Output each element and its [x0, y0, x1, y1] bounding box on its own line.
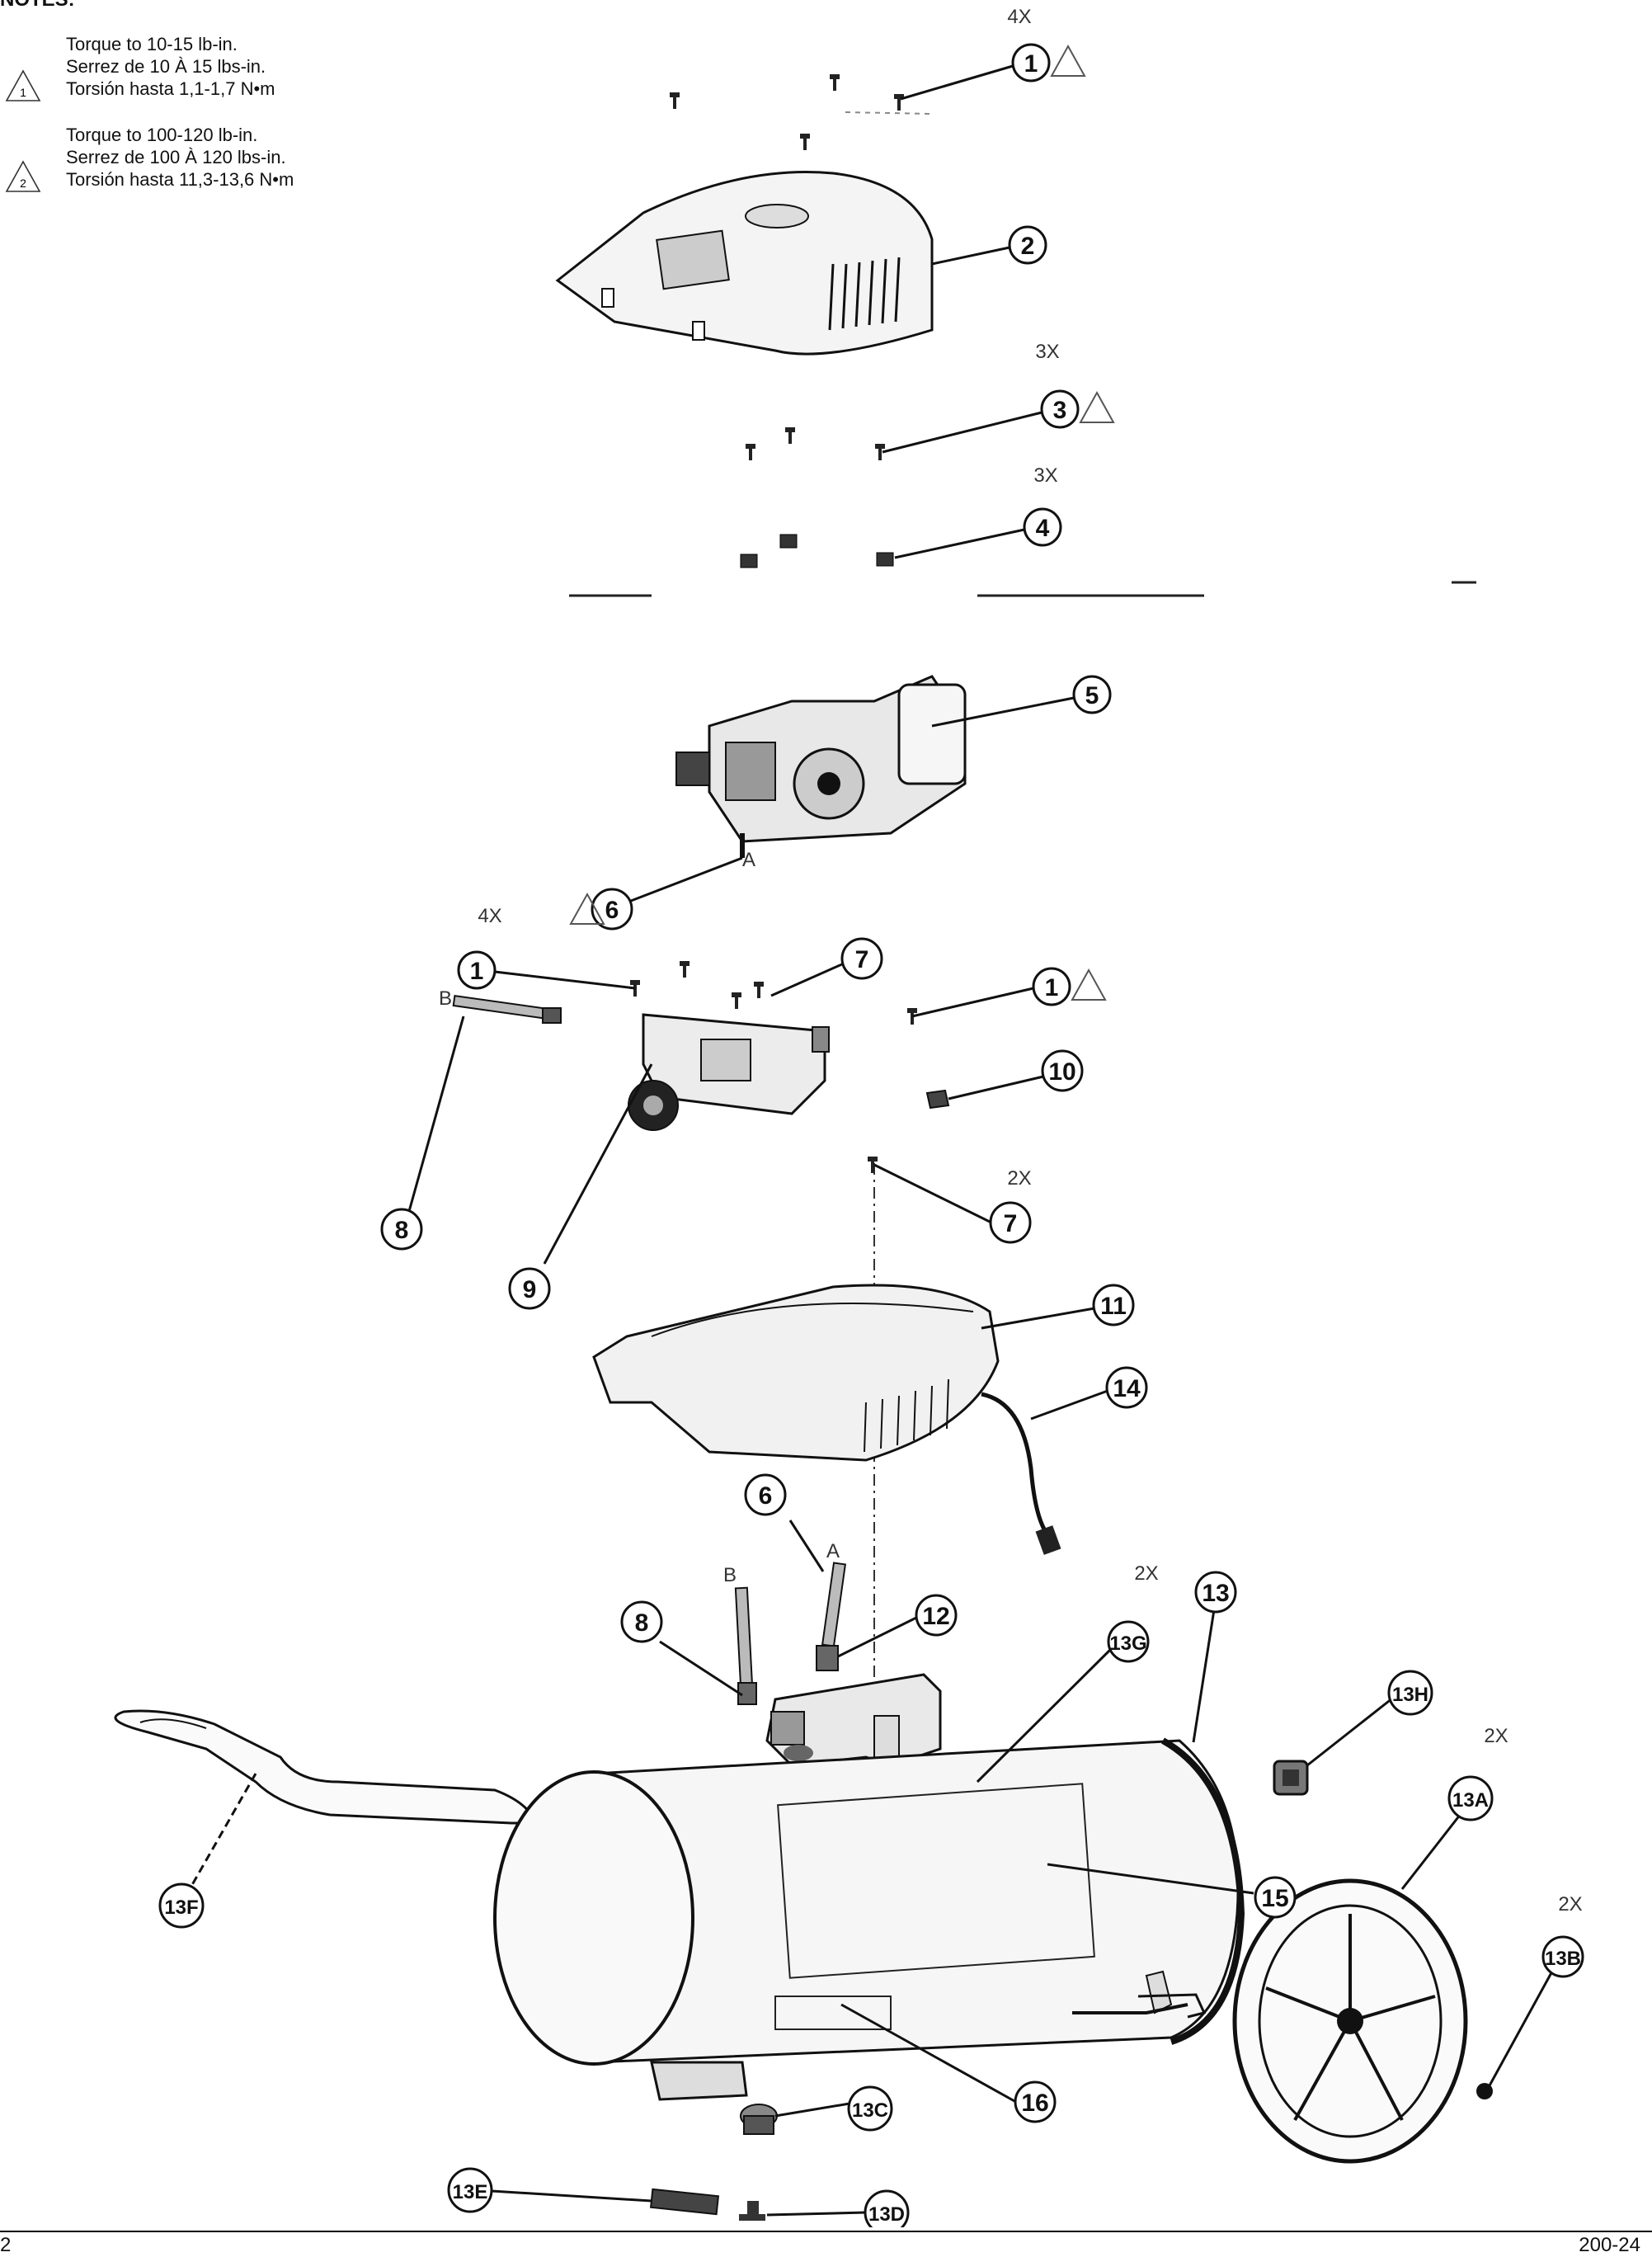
callout-1-top: 1	[1024, 50, 1038, 78]
callout-7-top: 7	[855, 946, 869, 973]
wheel	[1232, 1878, 1468, 2164]
callout-2: 2	[1021, 233, 1035, 260]
callout-9: 9	[523, 1276, 537, 1303]
callout-circles	[158, 43, 1584, 2227]
callout-8-top: 8	[395, 1217, 409, 1244]
torque-warning-icon: 2	[5, 160, 41, 192]
callout-6-low: 6	[759, 1482, 773, 1510]
note-2-line-fr: Serrez de 100 À 120 lbs-in.	[66, 147, 286, 167]
note-1-line-en: Torque to 10-15 lb-in.	[66, 34, 238, 54]
qty-label-13A: 2X	[1484, 1725, 1508, 1747]
qty-label-1-top: 4X	[1007, 6, 1031, 28]
qty-label-4: 3X	[1033, 464, 1057, 487]
screws-top	[670, 74, 933, 150]
callout-13C: 13C	[852, 2099, 888, 2122]
shroud-cover	[555, 171, 934, 356]
torque-warning-icon: 1	[5, 69, 41, 101]
note-1-symbol: 1	[20, 86, 26, 99]
separator-line	[569, 581, 1476, 597]
note-1-line-es: Torsión hasta 1,1-1,7 N•m	[66, 78, 275, 99]
callout-13H: 13H	[1392, 1684, 1428, 1706]
conn-label-6-low: A	[826, 1540, 840, 1562]
qty-label-3: 3X	[1035, 341, 1059, 363]
tank-feet	[650, 1970, 1207, 2101]
qty-label-7-low: 2X	[1007, 1167, 1031, 1190]
qty-label-13B: 2X	[1558, 1893, 1582, 1915]
regulator-manifold	[628, 1013, 830, 1131]
callout-13E: 13E	[453, 2181, 488, 2203]
screws-part-3	[746, 427, 885, 460]
footer-rule	[0, 2231, 1652, 2232]
callout-12: 12	[922, 1603, 949, 1630]
fitting-part-10	[925, 1089, 950, 1110]
tube-part-8-low	[734, 1586, 757, 1705]
callout-15: 15	[1261, 1885, 1288, 1912]
notes-block: NOTES: 1 Torque to 10-15 lb-in. Serrez d…	[0, 0, 511, 247]
conn-label-8-low: B	[723, 1564, 737, 1586]
callout-16: 16	[1021, 2090, 1048, 2117]
callout-10: 10	[1048, 1058, 1075, 1086]
qty-label-13G: 2X	[1134, 1562, 1158, 1585]
callout-1-right: 1	[1045, 974, 1059, 1001]
conn-label-8-top: B	[439, 987, 452, 1010]
note-1-line-fr: Serrez de 10 À 15 lbs-in.	[66, 56, 266, 77]
tank-plug	[1273, 1760, 1309, 1796]
callout-7-low: 7	[1004, 1210, 1018, 1237]
tube-part-6-low	[816, 1562, 847, 1671]
note-2-symbol: 2	[20, 177, 26, 190]
callout-3: 3	[1053, 397, 1067, 424]
callout-5: 5	[1085, 682, 1099, 709]
qty-label-1-mid: 4X	[478, 905, 501, 927]
power-cord	[981, 1392, 1061, 1555]
pump-motor-assembly	[675, 675, 967, 858]
callout-14: 14	[1113, 1375, 1141, 1402]
callout-13D: 13D	[868, 2203, 905, 2226]
callout-8-low: 8	[635, 1609, 649, 1637]
callout-11: 11	[1100, 1293, 1127, 1320]
callout-4: 4	[1036, 515, 1050, 542]
tank-handle	[114, 1709, 539, 1825]
note-1: 1 Torque to 10-15 lb-in. Serrez de 10 À …	[0, 33, 511, 124]
rubber-foot	[649, 2188, 720, 2216]
tube-part-8-top	[452, 994, 562, 1024]
notes-title: NOTES:	[0, 0, 75, 12]
callout-13B: 13B	[1545, 1948, 1581, 1970]
conn-label-6-top: A	[742, 849, 755, 871]
page-number: 2	[0, 2234, 12, 2256]
torque-warning-icons	[569, 44, 1115, 1001]
shroud-base	[592, 1284, 1000, 1462]
drain-valve	[740, 2104, 778, 2135]
document-code: 200-24	[1579, 2234, 1640, 2256]
nuts-part-4	[740, 534, 894, 568]
callout-13A: 13A	[1452, 1789, 1489, 1812]
tank-bracket	[765, 1673, 973, 1795]
note-2-line-es: Torsión hasta 11,3-13,6 N•m	[66, 169, 294, 190]
air-tank	[493, 1737, 1245, 2066]
callout-13: 13	[1202, 1580, 1229, 1607]
callout-6-top: 6	[605, 897, 619, 924]
callout-1-mid: 1	[470, 958, 484, 985]
callout-13F: 13F	[164, 1897, 198, 1919]
note-2-line-en: Torque to 100-120 lb-in.	[66, 125, 258, 145]
drain-fitting	[739, 2201, 765, 2221]
note-2: 2 Torque to 100-120 lb-in. Serrez de 100…	[0, 124, 511, 214]
leader-lines	[188, 64, 1556, 2217]
callout-13G: 13G	[1109, 1633, 1146, 1655]
